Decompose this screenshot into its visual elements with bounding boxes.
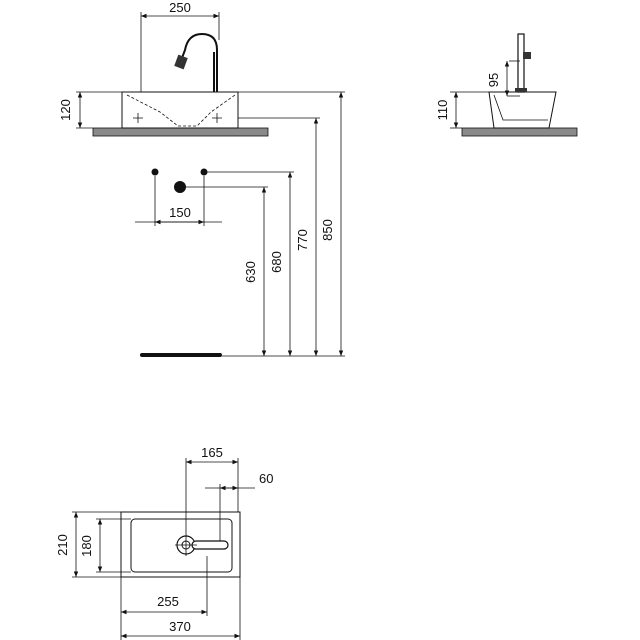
dim-770-label: 770 — [295, 229, 310, 251]
side-faucet — [517, 33, 525, 93]
dim-370-label: 370 — [169, 619, 191, 634]
plan-bowl-outline — [130, 518, 233, 573]
front-elevation: 250 120 — [58, 0, 269, 137]
dim-120-label: 120 — [58, 99, 73, 121]
dim-180-label: 180 — [79, 535, 94, 557]
side-wall-hatch — [461, 127, 578, 137]
front-fixing-left — [133, 113, 143, 123]
dim-210-label: 210 — [55, 534, 70, 556]
front-basin-outline — [121, 91, 239, 129]
plan-tap-spout — [191, 540, 229, 550]
side-faucet-base — [515, 88, 527, 92]
dim-165-label: 165 — [201, 445, 223, 460]
waste-point — [174, 181, 186, 193]
dim-60-label: 60 — [259, 471, 273, 486]
front-faucet-spout — [174, 54, 188, 70]
front-fixing-right — [212, 113, 222, 123]
height-dimensions: 850 770 680 630 — [180, 91, 345, 357]
dim-110-label: 110 — [435, 100, 450, 121]
connection-points: 150 — [135, 168, 222, 226]
supply-point-left — [151, 168, 159, 176]
front-bowl-dashed — [126, 94, 236, 127]
dim-630-label: 630 — [243, 261, 258, 283]
dim-95-label: 95 — [486, 73, 501, 87]
dim-680-label: 680 — [269, 251, 284, 273]
dim-150-label: 150 — [169, 205, 191, 220]
plan-basin-outline — [120, 511, 241, 578]
dim-250-label: 250 — [169, 0, 191, 15]
dim-255-label: 255 — [157, 594, 179, 609]
side-bowl-line — [493, 94, 548, 121]
front-wall-hatch — [92, 127, 269, 137]
side-elevation: 95 110 — [435, 33, 578, 137]
side-faucet-handle — [523, 52, 531, 59]
floor-line — [140, 353, 222, 357]
dim-850-label: 850 — [320, 219, 335, 241]
plan-view: 165 60 210 180 255 370 — [55, 445, 273, 640]
front-faucet — [181, 32, 218, 92]
supply-point-right — [200, 168, 208, 176]
